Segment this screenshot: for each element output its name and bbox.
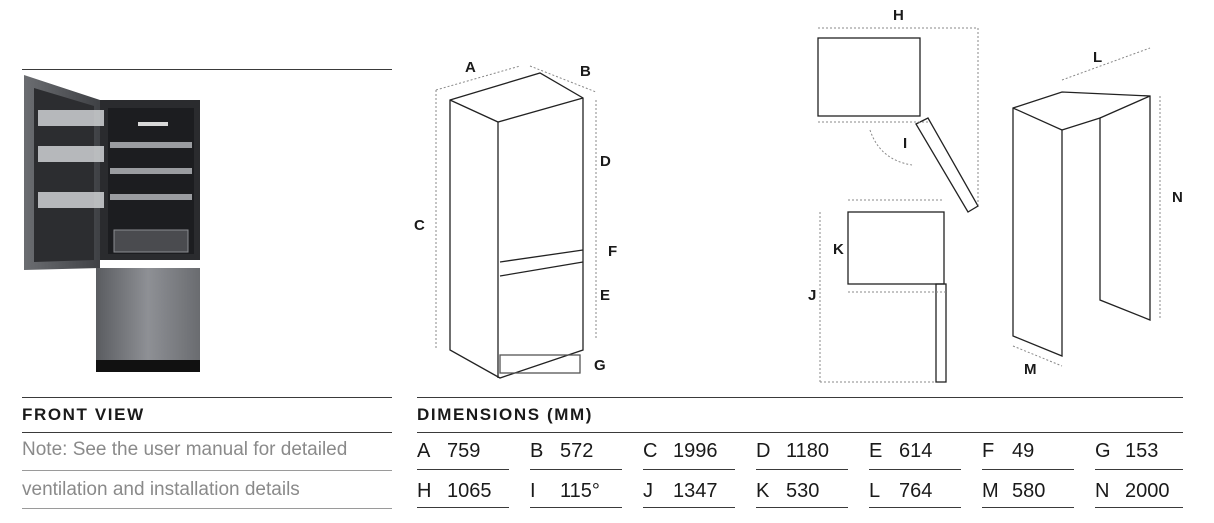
dimension-letter: K (756, 480, 770, 502)
dimension-cell-l: L 764 (869, 476, 932, 506)
label-l: L (1093, 49, 1102, 66)
dimension-cell-j: J 1347 (643, 476, 718, 506)
front-view-top-rule (22, 69, 392, 70)
dimension-cell-underline (530, 507, 622, 508)
dimension-letter: J (643, 480, 653, 502)
dimension-letter: E (869, 440, 883, 462)
dimension-letter: D (756, 440, 771, 462)
dimension-letter: I (530, 480, 536, 502)
dimension-cell-k: K 530 (756, 476, 819, 506)
dimension-letter: G (1095, 440, 1111, 462)
dimension-cell-f: F 49 (982, 436, 1034, 466)
dimension-letter: L (869, 480, 881, 502)
dimension-value: 580 (1012, 480, 1046, 502)
front-view-rule-bottom (22, 508, 392, 509)
dimension-cell-underline (756, 469, 848, 470)
dimension-value: 49 (1012, 440, 1035, 462)
label-f: F (608, 243, 617, 260)
front-view-rule-sep (22, 470, 392, 471)
label-n: N (1172, 189, 1183, 206)
dimension-cell-underline (417, 507, 509, 508)
dimension-cell-c: C 1996 (643, 436, 718, 466)
label-c: C (414, 217, 425, 234)
label-b: B (580, 63, 591, 80)
dimension-cell-d: D 1180 (756, 436, 829, 466)
dimension-value: 759 (447, 440, 481, 462)
label-d: D (600, 153, 611, 170)
dimensions-rule-mid (417, 432, 1183, 433)
dimension-cell-underline (982, 507, 1074, 508)
dimension-cell-a: A 759 (417, 436, 480, 466)
dimension-cell-underline (756, 507, 848, 508)
front-view-note-line1: Note: See the user manual for detailed (22, 439, 348, 460)
dimension-value: 572 (560, 440, 594, 462)
dimension-cell-underline (1095, 507, 1183, 508)
dimension-value: 1996 (673, 440, 718, 462)
dimension-value: 1347 (673, 480, 718, 502)
dimension-value: 1180 (786, 440, 830, 462)
dimension-cell-b: B 572 (530, 436, 593, 466)
dimension-letter: H (417, 480, 432, 502)
dimension-letter: B (530, 440, 544, 462)
front-view-heading: FRONT VIEW (22, 405, 145, 424)
dimension-cell-underline (643, 507, 735, 508)
dimension-value: 764 (899, 480, 933, 502)
dimension-cell-underline (869, 469, 961, 470)
dimension-cell-g: G 153 (1095, 436, 1158, 466)
dimension-letter: A (417, 440, 431, 462)
dimension-cell-e: E 614 (869, 436, 932, 466)
front-view-rule-top (22, 397, 392, 398)
dimension-cell-underline (1095, 469, 1183, 470)
label-k: K (833, 241, 844, 258)
label-m: M (1024, 361, 1037, 378)
dimension-cell-n: N 2000 (1095, 476, 1170, 506)
dimension-value: 530 (786, 480, 820, 502)
label-e: E (600, 287, 610, 304)
dimension-cell-m: M 580 (982, 476, 1045, 506)
label-a: A (465, 59, 476, 76)
dimension-letter: C (643, 440, 658, 462)
dimension-value: 153 (1125, 440, 1159, 462)
dimension-cell-underline (643, 469, 735, 470)
dimension-cell-underline (530, 469, 622, 470)
dimension-letter: N (1095, 480, 1110, 502)
label-j: J (808, 287, 816, 304)
dimension-cell-underline (982, 469, 1074, 470)
refrigerator-photo (24, 75, 200, 372)
dimension-value: 2000 (1125, 480, 1170, 502)
label-h: H (893, 7, 904, 24)
label-g: G (594, 357, 606, 374)
dimension-letter: F (982, 440, 995, 462)
dimension-cell-underline (869, 507, 961, 508)
dimensions-rule-top (417, 397, 1183, 398)
label-i: I (903, 135, 907, 152)
dimension-letter: M (982, 480, 999, 502)
dimensions-heading: DIMENSIONS (MM) (417, 405, 594, 424)
dimension-diagram: A B C D E F G H I J K L M N (414, 7, 1183, 383)
front-view-note-line2: ventilation and installation details (22, 479, 300, 500)
dimension-cell-underline (417, 469, 509, 470)
dimension-value: 115° (560, 480, 600, 502)
dimension-cell-h: H 1065 (417, 476, 492, 506)
dimension-cell-i: I 115° (530, 476, 600, 506)
dimension-value: 1065 (447, 480, 492, 502)
front-view-rule-mid (22, 432, 392, 433)
dimension-value: 614 (899, 440, 933, 462)
